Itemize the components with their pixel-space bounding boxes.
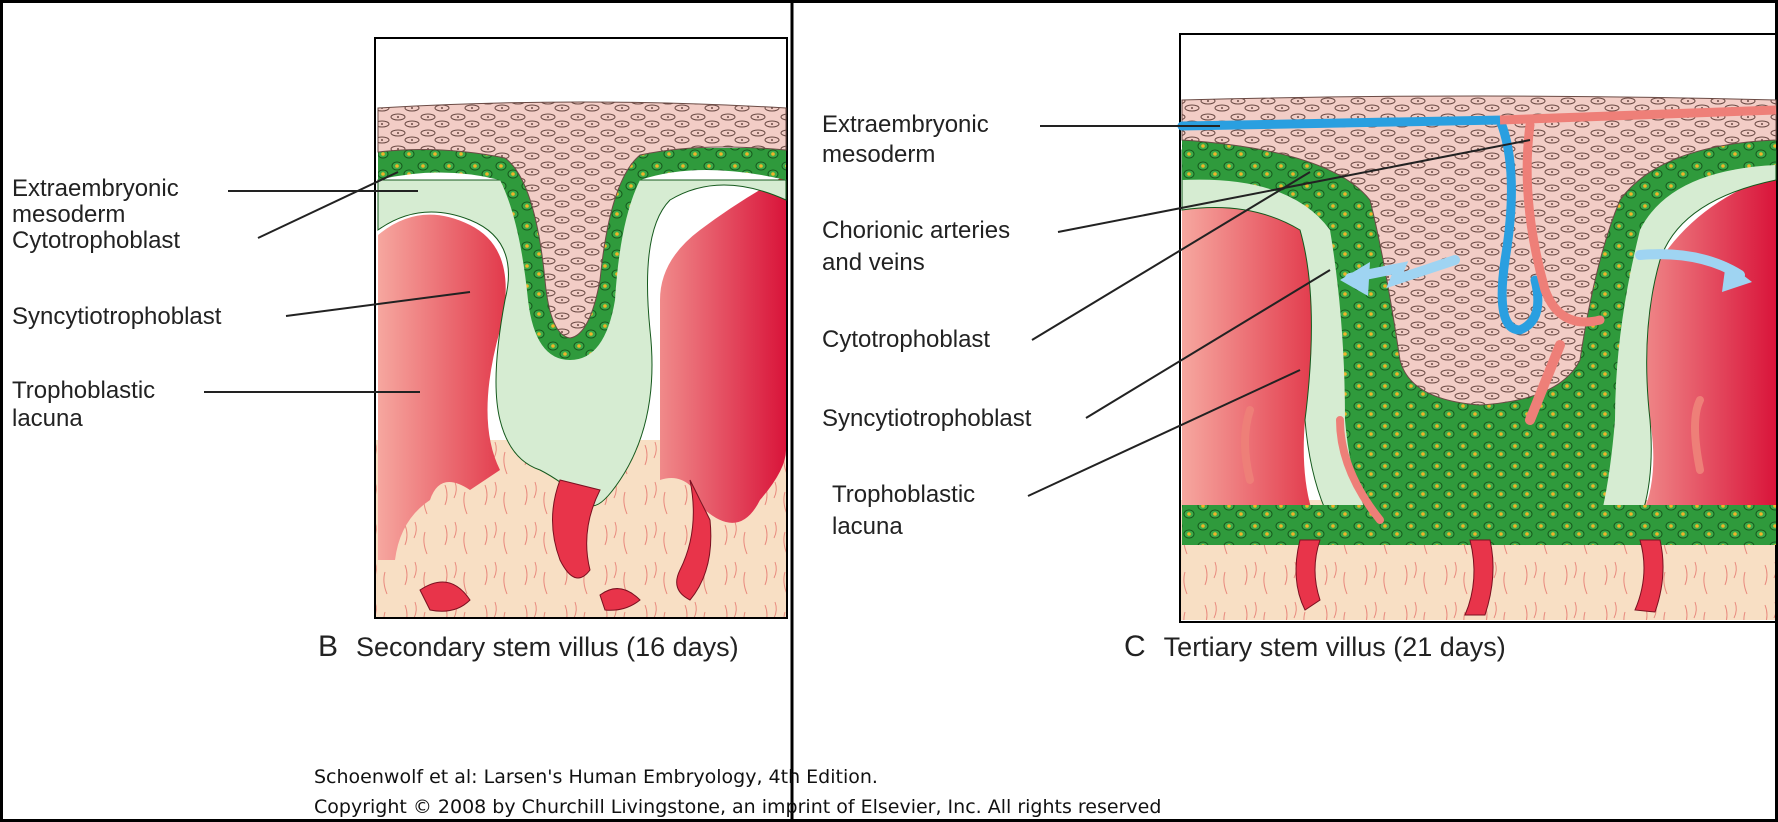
caption-c-text: Tertiary stem villus (21 days): [1164, 632, 1506, 662]
label-b-trophoblastic: Trophoblastic: [12, 376, 155, 406]
label-c-lacuna: lacuna: [832, 512, 903, 542]
label-b-lacuna: lacuna: [12, 404, 83, 434]
panel-c-illustration: [1180, 34, 1776, 622]
panel-letter-b: B: [318, 630, 338, 663]
panel-b-illustration: [375, 38, 787, 618]
label-c-mesoderm: mesoderm: [822, 140, 935, 170]
label-c-syncytiotrophoblast: Syncytiotrophoblast: [822, 404, 1031, 434]
credit-line-1: Schoenwolf et al: Larsen's Human Embryol…: [314, 764, 878, 790]
label-c-extraembryonic: Extraembryonic: [822, 110, 989, 140]
label-c-veins: and veins: [822, 248, 925, 278]
caption-b: B Secondary stem villus (16 days): [318, 630, 739, 664]
panel-letter-c: C: [1124, 630, 1146, 663]
cytotrophoblast-shell-c: [1182, 505, 1776, 545]
label-c-chorionic: Chorionic arteries: [822, 216, 1010, 246]
label-c-cytotrophoblast: Cytotrophoblast: [822, 325, 990, 355]
label-b-cytotrophoblast: Cytotrophoblast: [12, 226, 180, 256]
caption-c: C Tertiary stem villus (21 days): [1124, 630, 1506, 664]
label-b-syncytiotrophoblast: Syncytiotrophoblast: [12, 302, 221, 332]
caption-b-text: Secondary stem villus (16 days): [356, 632, 739, 662]
label-c-trophoblastic: Trophoblastic: [832, 480, 975, 510]
credit-line-2: Copyright © 2008 by Churchill Livingston…: [314, 794, 1161, 820]
